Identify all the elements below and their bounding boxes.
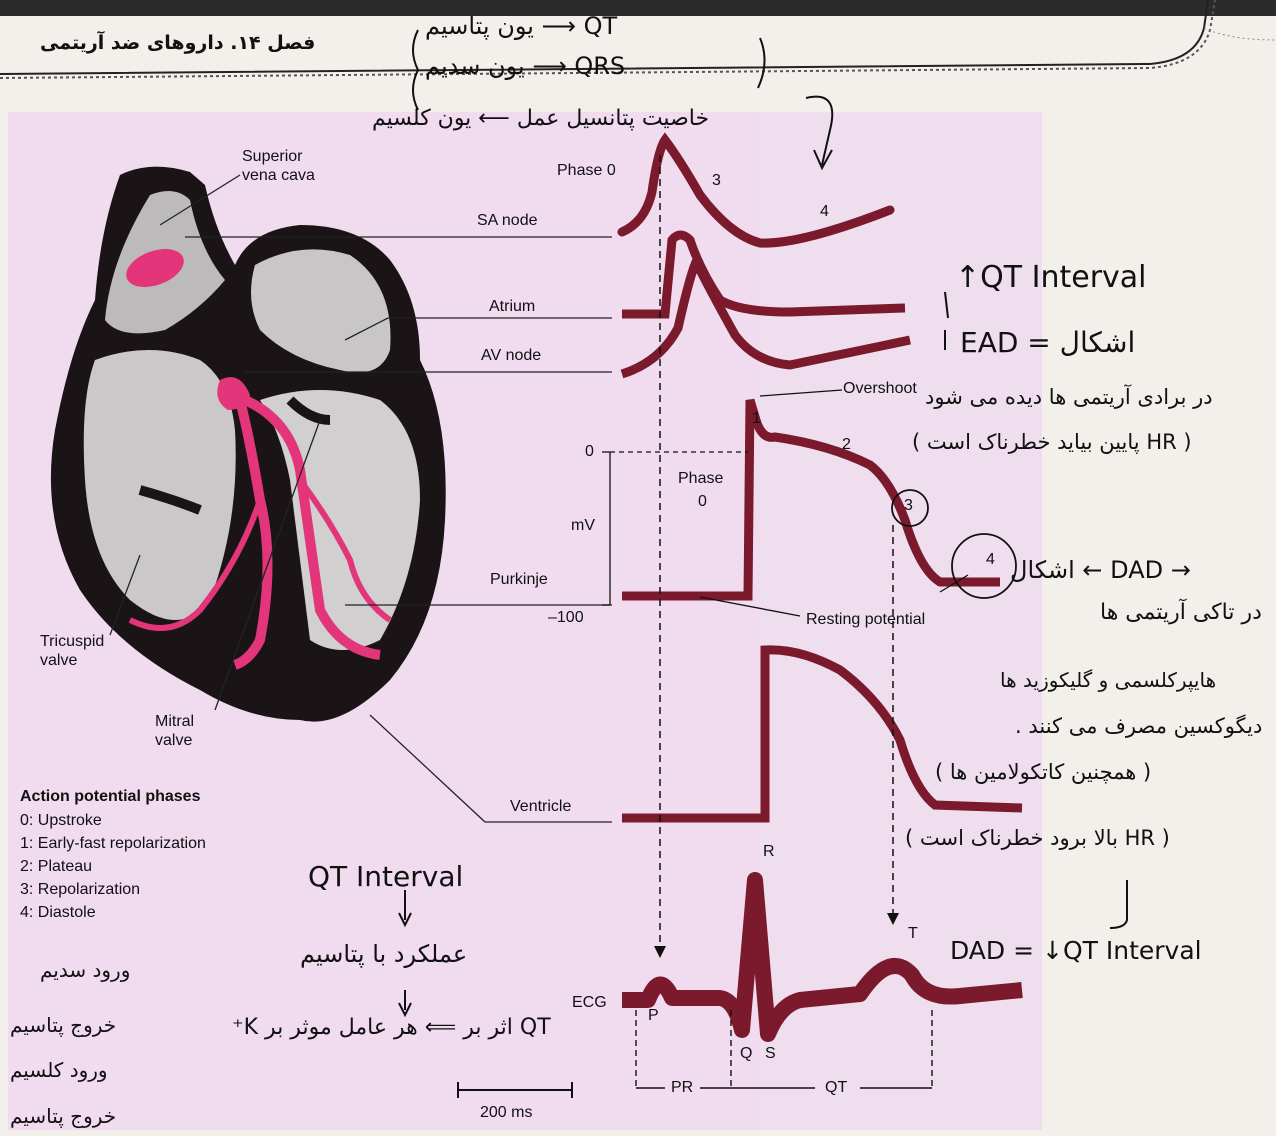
handwritten-ead: EAD = اشکال	[960, 326, 1135, 359]
ecg-r-label: R	[763, 843, 775, 861]
handwritten-ead-note1: در برادی آریتمی ها دیده می شود	[925, 385, 1213, 409]
phase-label-mid: Phase	[678, 470, 723, 488]
handwritten-qt-interval-bottom: QT Interval	[308, 860, 463, 893]
handwritten-dad-note2: هایپرکلسمی و گلیکوزید ها	[1000, 668, 1216, 692]
legend-item: 4: Diastole	[20, 904, 96, 922]
purkinje-label: Purkinje	[490, 571, 548, 589]
legend-title: Action potential phases	[20, 788, 200, 806]
handwritten-amalkard: عملکرد با پتاسیم	[300, 940, 467, 968]
av-node-label: AV node	[481, 347, 541, 365]
handwritten-dad-arrow: → DAD ← اشکال	[1010, 556, 1191, 584]
overshoot-label: Overshoot	[843, 380, 917, 398]
phase0-top-label: Phase 0	[557, 162, 616, 180]
ecg-p-label: P	[648, 1007, 659, 1025]
legend-item: 2: Plateau	[20, 858, 92, 876]
ecg-s-label: S	[765, 1045, 776, 1063]
legend-item: 0: Upstroke	[20, 812, 102, 830]
handwritten-calcium: خاصیت پتانسیل عمل ⟵ یون کلسیم	[372, 106, 709, 131]
atrium-label: Atrium	[489, 298, 535, 316]
handwritten-qrs-sodium: QRS ⟶ یون سدیم	[425, 52, 625, 80]
handwritten-left4: خروج پتاسیم	[10, 1104, 116, 1128]
handwritten-qt-up: ↑QT Interval	[955, 260, 1147, 295]
mv-axis-label: mV	[571, 517, 595, 535]
handwritten-k-line: QT اثر بر ⟸ هر عامل موثر بر K⁺	[232, 1015, 551, 1040]
ecg-t-label: T	[908, 925, 918, 943]
purkinje-phase1-label: 1	[752, 410, 761, 428]
handwritten-qt-potassium: QT ⟶ یون پتاسیم	[425, 12, 617, 40]
purkinje-phase4-label: 4	[986, 551, 995, 569]
legend-item: 3: Repolarization	[20, 881, 140, 899]
handwritten-ead-note2: ( HR پایین بیاید خطرناک است )	[912, 430, 1192, 454]
purkinje-phase3-label: 3	[904, 497, 913, 515]
handwritten-dad-note5: ( HR بالا برود خطرناک است )	[905, 826, 1170, 850]
handwritten-left3: ورود کلسیم	[10, 1058, 108, 1082]
pr-interval-label: PR	[671, 1079, 693, 1097]
ecg-q-label: Q	[740, 1045, 752, 1063]
resting-potential-label: Resting potential	[806, 611, 925, 629]
mitral-valve-label: Mitral valve	[155, 712, 194, 750]
purkinje-phase2-label: 2	[842, 436, 851, 454]
ecg-label: ECG	[572, 994, 607, 1012]
mv-minus100-label: –100	[548, 609, 584, 627]
scale-bar-label: 200 ms	[480, 1104, 532, 1122]
handwritten-dad-note4: ( همچنین کاتکولامین ها )	[935, 760, 1151, 784]
handwritten-left2: خروج پتاسیم	[10, 1013, 116, 1037]
qt-interval-label: QT	[825, 1079, 847, 1097]
tricuspid-valve-label: Tricuspid valve	[40, 632, 104, 670]
sa-phase3-label: 3	[712, 172, 721, 190]
superior-vena-cava-label: Superior vena cava	[242, 147, 315, 185]
handwritten-dad-note3: دیگوکسین مصرف می کنند .	[1015, 714, 1262, 738]
sa-node-label: SA node	[477, 212, 538, 230]
legend-item: 1: Early-fast repolarization	[20, 835, 206, 853]
handwritten-dad-note1: در تاکی آریتمی ها	[1100, 600, 1262, 625]
mv-zero-label: 0	[585, 443, 594, 461]
ventricle-label: Ventricle	[510, 798, 571, 816]
handwritten-left1: ورود سدیم	[40, 958, 130, 982]
handwritten-dad-equation: DAD = ↓QT Interval	[950, 936, 1202, 965]
phase-zero-mid: 0	[698, 493, 707, 511]
sa-phase4-label: 4	[820, 203, 829, 221]
